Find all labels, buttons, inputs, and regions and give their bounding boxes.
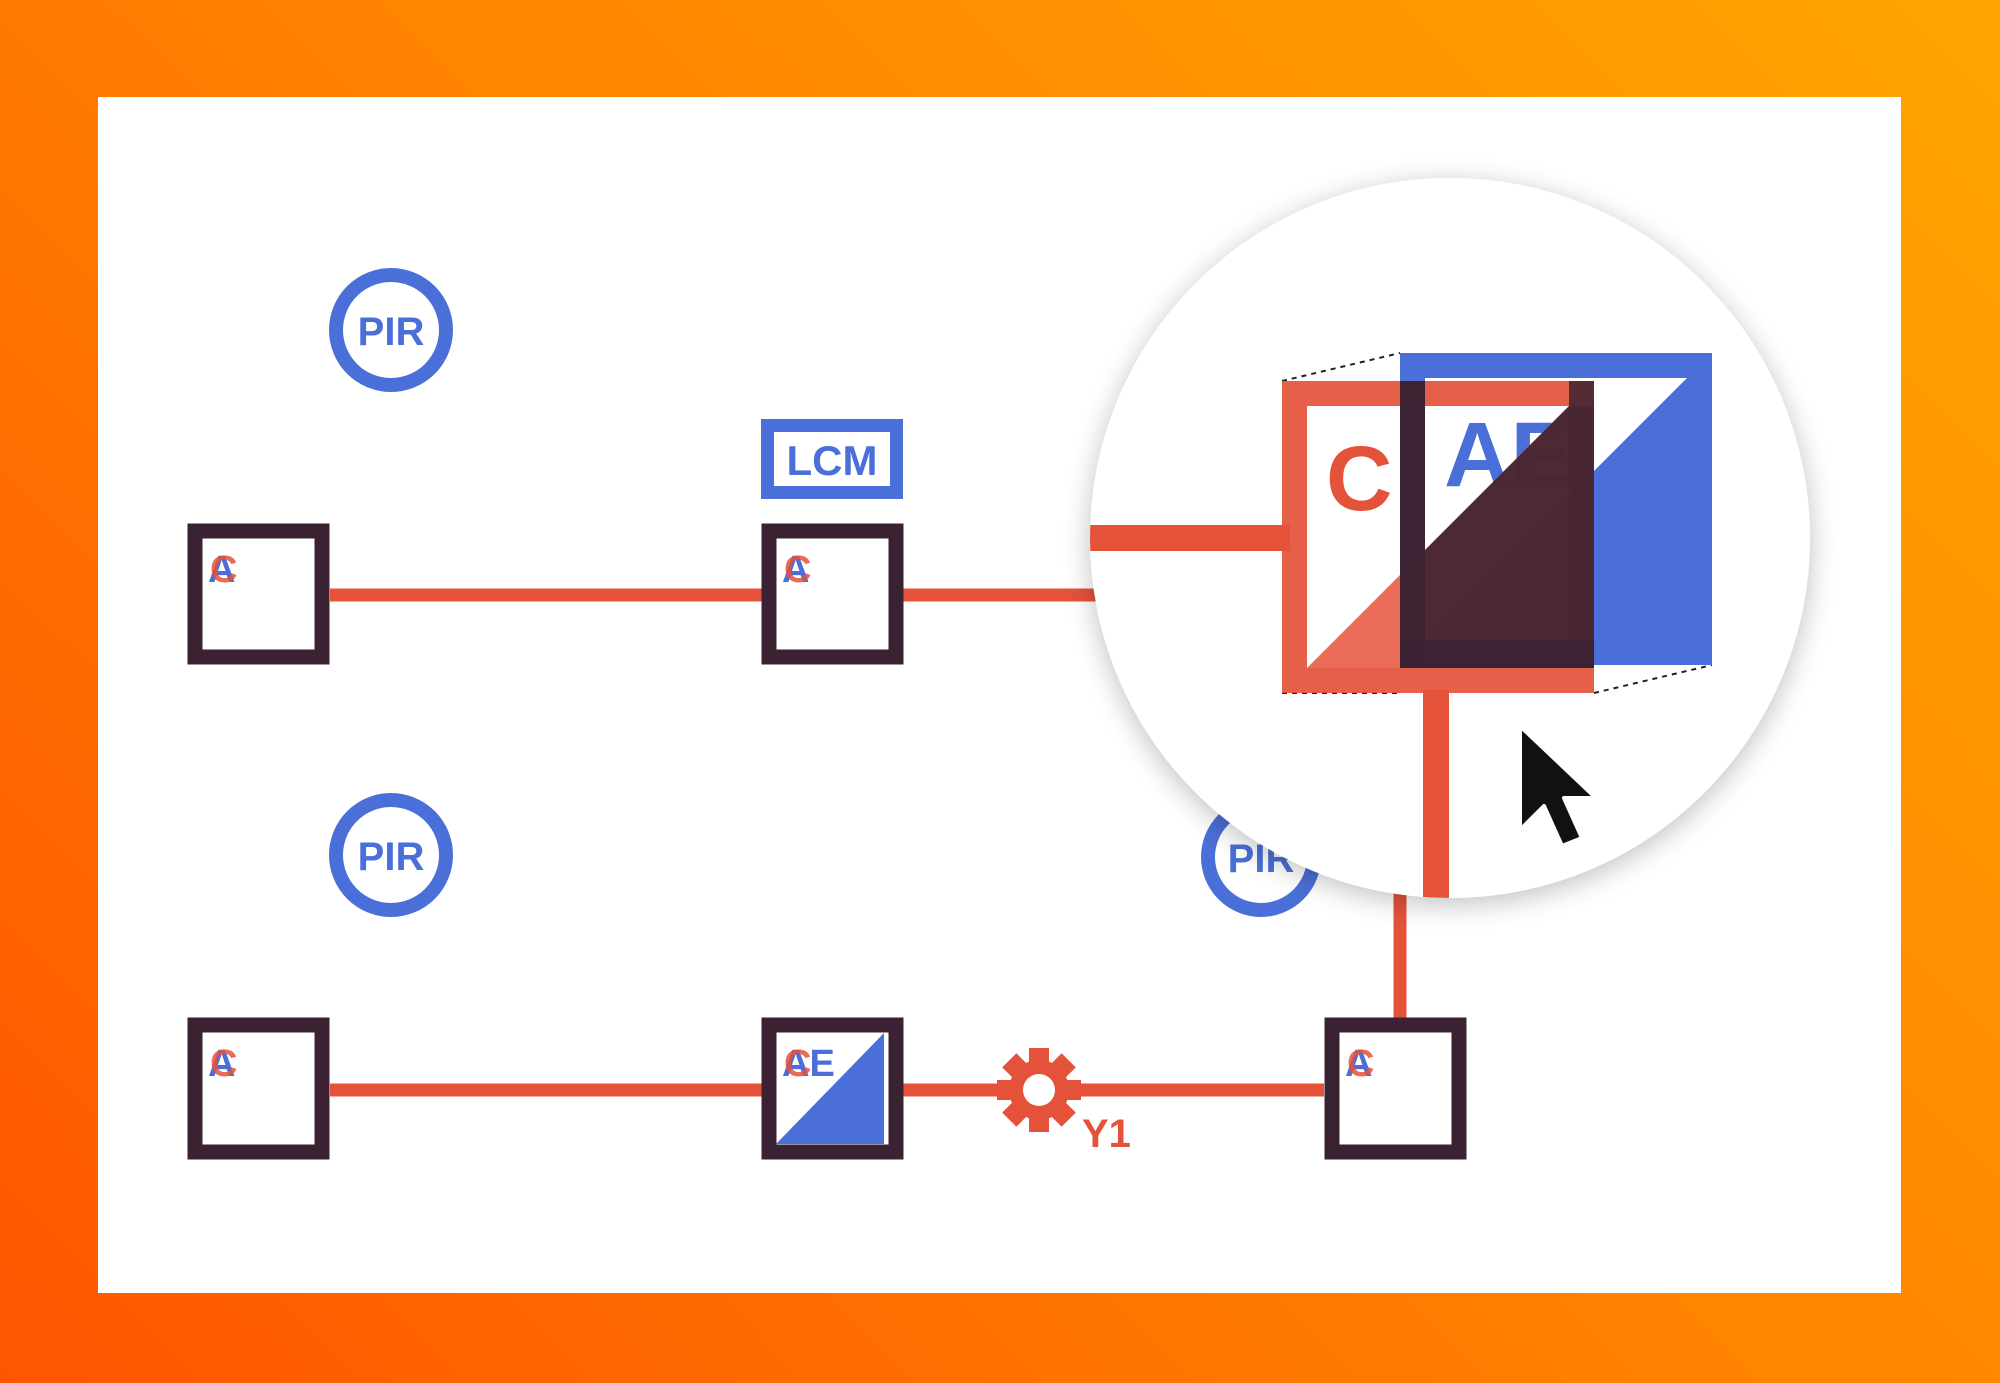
lcm-badge[interactable]: LCM (761, 419, 903, 499)
pir-label: PIR (358, 835, 425, 879)
lcm-label: LCM (787, 437, 878, 484)
device-label-c: C (784, 549, 811, 591)
device-label-a: A (208, 1043, 235, 1085)
device-box-bottom-mid[interactable]: AE C (761, 1017, 904, 1160)
pir-label: PIR (358, 310, 425, 354)
pir-sensor-top[interactable]: PIR (329, 268, 453, 392)
device-box-top-mid[interactable]: A C (761, 523, 904, 665)
device-box-bottom-right[interactable]: A C (1324, 1017, 1467, 1160)
projection-lines (1281, 352, 1713, 694)
device-label-c: C (784, 1043, 811, 1085)
actuator-label: Y1 (1082, 1112, 1131, 1156)
zoomed-frame (1400, 381, 1594, 668)
device-label-c: C (210, 1043, 237, 1085)
gear-icon (997, 1048, 1081, 1132)
device-label-a: A (1345, 1043, 1372, 1085)
device-label-a: A (782, 549, 809, 591)
actuator-y1[interactable]: Y1 (997, 1048, 1131, 1156)
device-label-c: C (1347, 1043, 1374, 1085)
mouse-pointer-icon (1518, 724, 1598, 848)
zoomed-label-c: C (1326, 428, 1392, 530)
diagonal-fill (776, 1033, 884, 1144)
device-box-top-left[interactable]: A C (187, 523, 330, 665)
device-label-a: A (208, 549, 235, 591)
pir-sensor-bottom-left[interactable]: PIR (329, 793, 453, 917)
device-label-ae: AE (782, 1043, 835, 1085)
device-box-bottom-left[interactable]: A C (187, 1017, 330, 1160)
magnifier-lens: AE C (1090, 178, 1810, 898)
wiring (330, 588, 1407, 1097)
device-label-c: C (210, 549, 237, 591)
